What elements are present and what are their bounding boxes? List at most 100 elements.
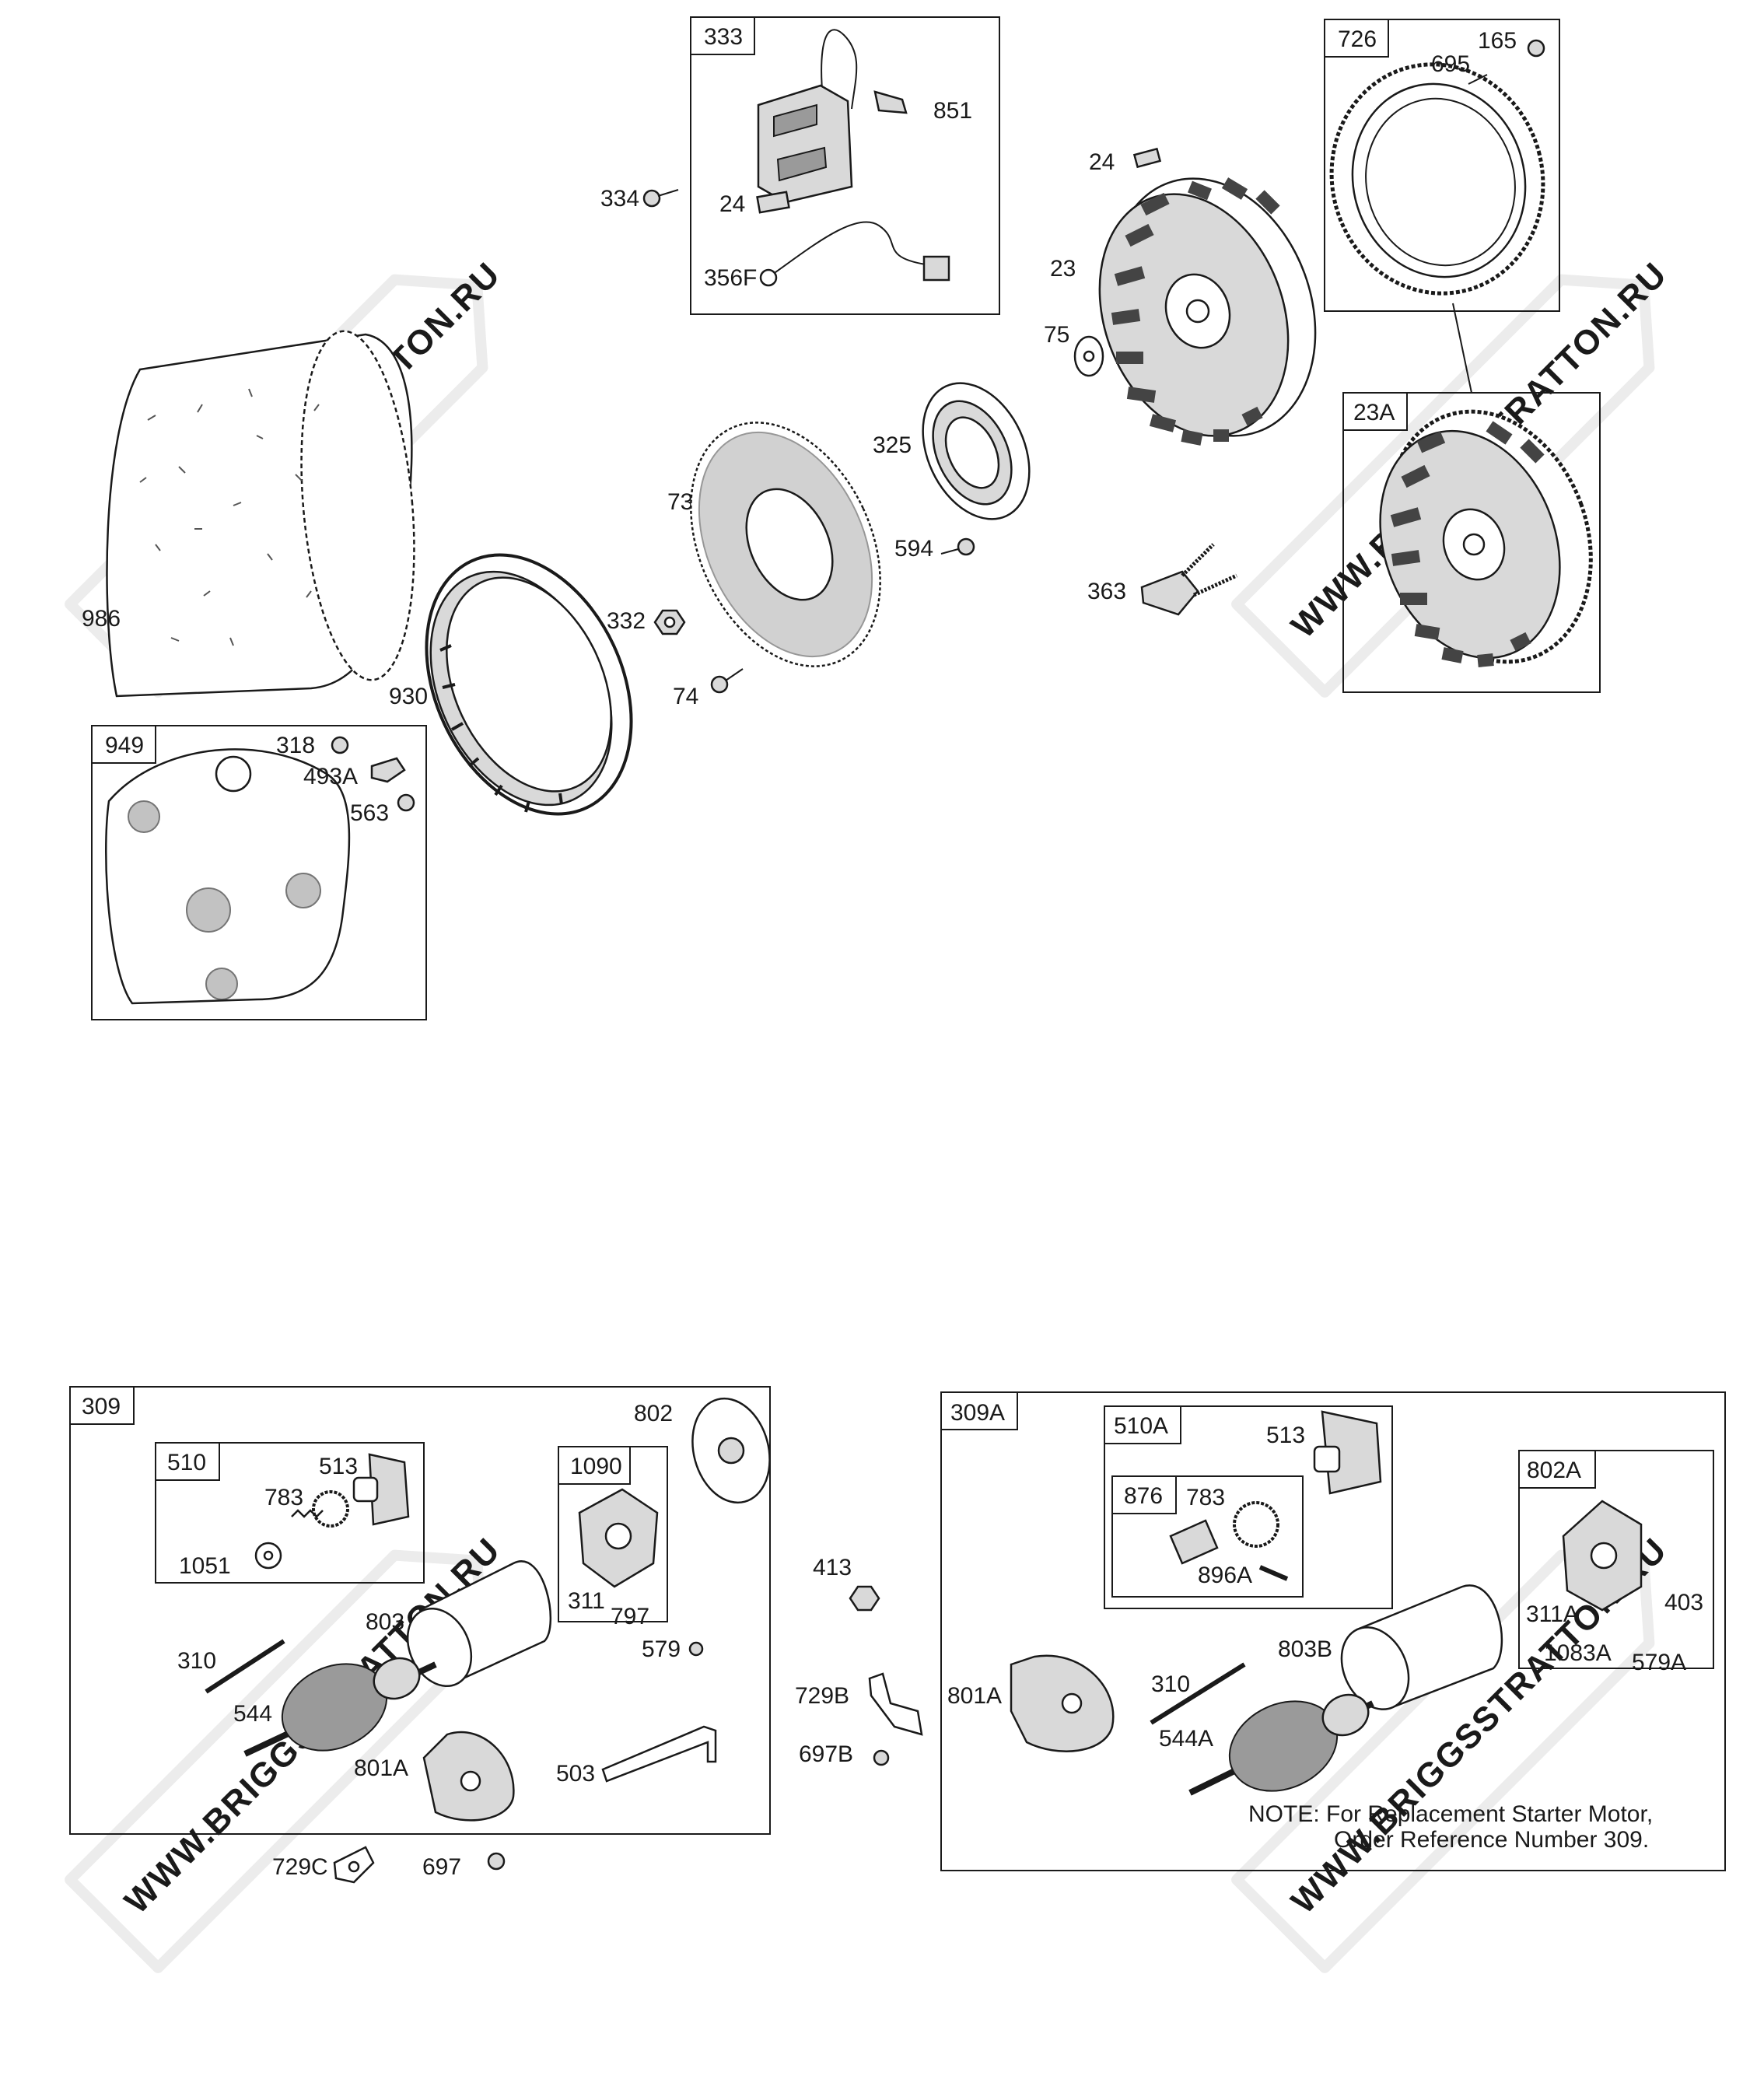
- group-box: [690, 16, 1000, 315]
- group-tag: [155, 1442, 220, 1481]
- ring-gear-bore: [1365, 97, 1516, 267]
- nut-165: [1527, 39, 1545, 58]
- callout-544A: 544A: [1159, 1726, 1213, 1752]
- group-box: [940, 1391, 1726, 1871]
- callout-73: 73: [667, 489, 693, 515]
- group-726-ring-gear: 726 165 695: [1324, 19, 1560, 312]
- nut-413: 413: [813, 1555, 880, 1612]
- brush-holder-hole: [1590, 1542, 1618, 1570]
- callout-74: 74: [673, 684, 698, 709]
- nut-body: [849, 1585, 880, 1612]
- callout-579: 579: [642, 1636, 681, 1662]
- drive-shaft: [352, 1476, 379, 1503]
- callout-1083A: 1083A: [1544, 1640, 1612, 1666]
- screw-74: 74: [673, 668, 744, 709]
- callout-311: 311: [568, 1588, 605, 1614]
- callout-930: 930: [389, 684, 428, 709]
- callout-802: 802: [634, 1401, 673, 1426]
- callout-986: 986: [82, 606, 121, 632]
- ground-wire-eyelet: [759, 268, 778, 287]
- screw-697B: 697B: [799, 1741, 890, 1767]
- callout-695: 695: [1431, 51, 1470, 77]
- screw-594: 594: [894, 536, 975, 562]
- screen-73: 73: [667, 422, 881, 667]
- bracket-503: [601, 1725, 717, 1783]
- callout-697B: 697B: [799, 1741, 853, 1767]
- callout-783: 783: [264, 1485, 303, 1510]
- group-333-armature: 333 851 24 356F: [690, 16, 1000, 315]
- callout-332: 332: [607, 608, 646, 634]
- end-cap-bushing: [460, 1770, 481, 1792]
- group-box-510A: [1104, 1405, 1393, 1609]
- flywheel-fins: [1390, 421, 1545, 667]
- callout-310: 310: [1151, 1671, 1190, 1697]
- group-tag: [558, 1446, 631, 1485]
- cover-body: [105, 748, 351, 1005]
- screw-head: [957, 537, 975, 556]
- bracket-363: 363: [1087, 543, 1238, 616]
- callout-24: 24: [719, 191, 745, 217]
- callout-876: 876: [1124, 1483, 1163, 1509]
- group-tag: [1324, 19, 1389, 58]
- callout-23: 23: [1050, 256, 1076, 282]
- bracket-body: [868, 1672, 923, 1736]
- spark-plug-boot: [873, 90, 908, 114]
- commutator: [373, 1657, 421, 1700]
- cover-port: [215, 755, 252, 793]
- callout-803B: 803B: [1278, 1636, 1332, 1662]
- group-box: [69, 1386, 771, 1835]
- nut-hole: [663, 616, 676, 628]
- housing-930: 930: [389, 553, 633, 816]
- bracket-stud: [1192, 573, 1238, 597]
- callout-24: 24: [1089, 149, 1115, 175]
- screw-shank: [725, 668, 744, 681]
- cover-screen: [186, 887, 231, 933]
- flywheel-fins: [1111, 177, 1280, 446]
- callout-783: 783: [1186, 1485, 1225, 1510]
- callout-1051: 1051: [179, 1553, 231, 1579]
- group-box: [1324, 19, 1560, 312]
- bracket-729C: 729C: [272, 1846, 375, 1884]
- group-tag: [1342, 392, 1408, 431]
- group-tag: [690, 16, 755, 55]
- pin-896A: [1258, 1565, 1289, 1581]
- screw-head: [642, 189, 661, 208]
- callout-513: 513: [1266, 1423, 1305, 1448]
- callout-318: 318: [276, 733, 315, 758]
- through-bolt-310: [1150, 1662, 1246, 1725]
- watermark-logo-shape: [1231, 274, 1655, 698]
- callout-563: 563: [350, 800, 389, 826]
- note-line-2: Order Reference Number 309.: [1334, 1827, 1649, 1853]
- flywheel-bore: [1462, 533, 1486, 556]
- housing-ribs: [439, 644, 563, 813]
- group-box-802A: [1518, 1450, 1714, 1669]
- group-309-starter: 309 802 510 513 783 1051 1090 311 797 57…: [69, 1386, 771, 1835]
- ground-wire-356F: [769, 221, 926, 277]
- screw-334: 334: [600, 186, 679, 212]
- callout-802A: 802A: [1527, 1458, 1581, 1483]
- connector-line: [1452, 303, 1472, 394]
- retainer-bore: [944, 416, 1000, 489]
- armature-lamination: [773, 103, 817, 138]
- group-box: [91, 725, 427, 1020]
- callout-579A: 579A: [1632, 1650, 1686, 1675]
- screw-563: [397, 793, 415, 812]
- group-box-876: [1111, 1475, 1304, 1598]
- filter-986: 986: [82, 330, 415, 698]
- callout-801A: 801A: [354, 1755, 408, 1781]
- callout-165: 165: [1478, 28, 1517, 54]
- fan-retainer-325: 325: [873, 382, 1031, 520]
- washer-hole: [263, 1550, 274, 1561]
- callout-544: 544: [233, 1701, 272, 1727]
- group-box: [1342, 392, 1601, 693]
- nut-332: 332: [607, 608, 686, 635]
- callout-333: 333: [704, 24, 743, 50]
- note-line-1: NOTE: For Replacement Starter Motor,: [1248, 1801, 1653, 1827]
- key: [1132, 147, 1162, 169]
- callout-309A: 309A: [950, 1400, 1005, 1426]
- motor-housing-end: [1340, 1626, 1410, 1710]
- callout-356F: 356F: [704, 265, 757, 291]
- ground-wire-terminal: [922, 255, 950, 282]
- callout-803: 803: [366, 1609, 404, 1635]
- cover-screen: [285, 873, 321, 908]
